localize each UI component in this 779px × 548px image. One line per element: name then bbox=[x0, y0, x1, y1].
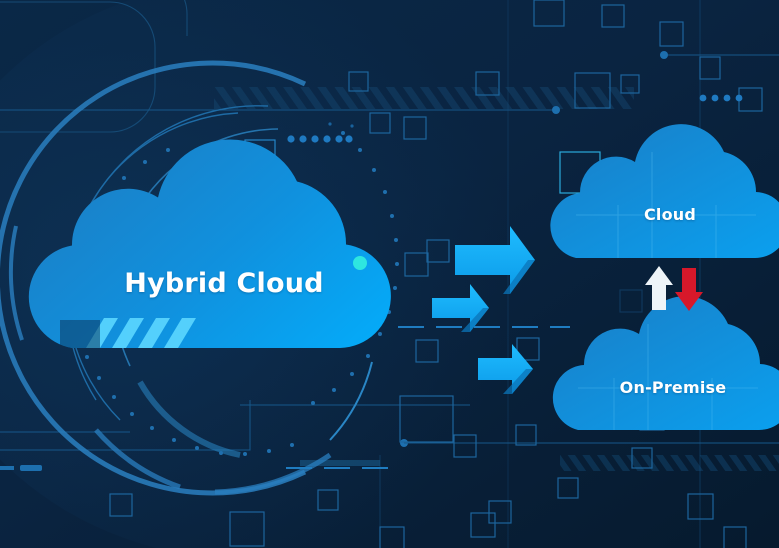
dashed-divider bbox=[286, 326, 570, 469]
flow-arrow-3 bbox=[478, 344, 533, 394]
main-cloud-shape bbox=[28, 139, 391, 348]
flow-arrow-2 bbox=[432, 284, 489, 332]
flow-arrow-1 bbox=[455, 226, 535, 294]
main-cloud-accent-dot bbox=[353, 256, 367, 270]
hatch-bands bbox=[214, 87, 779, 471]
accent-bars bbox=[0, 465, 42, 471]
up-arrow bbox=[645, 266, 673, 310]
main-cloud-stripes bbox=[60, 318, 196, 348]
onpremise-grid-overlay bbox=[578, 324, 758, 430]
corner-frame bbox=[0, 0, 188, 133]
cloud-grid-overlay bbox=[576, 152, 756, 258]
onpremise-cloud-shape bbox=[552, 296, 779, 431]
dot-clusters bbox=[287, 94, 743, 143]
cloud-shape bbox=[550, 124, 779, 259]
down-arrow bbox=[675, 268, 703, 311]
